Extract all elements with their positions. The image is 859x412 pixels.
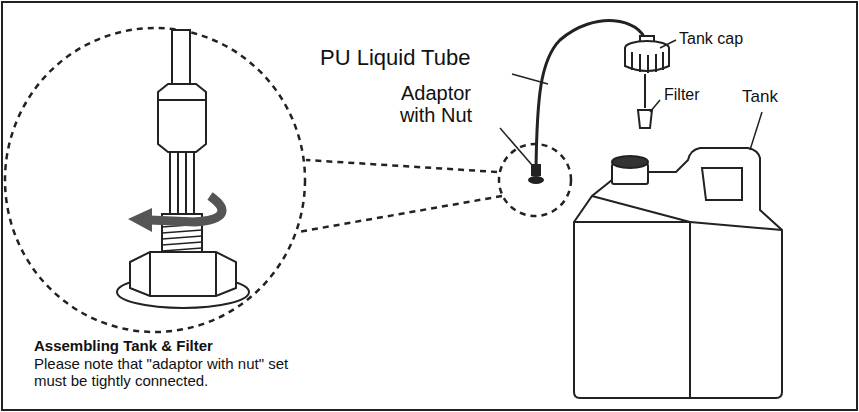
zoom-line bbox=[298, 196, 502, 232]
adaptor-detail bbox=[117, 30, 249, 308]
zoom-line bbox=[306, 160, 497, 172]
part-label: Filter bbox=[664, 86, 700, 104]
thread-line bbox=[162, 236, 202, 239]
turn-arrow bbox=[150, 196, 222, 222]
thread-line bbox=[162, 242, 202, 245]
part-label: Adaptor with Nut bbox=[384, 82, 488, 126]
thread-line bbox=[162, 230, 202, 233]
note-text: Please note that "adaptor with nut" set … bbox=[34, 356, 306, 389]
handle-hole bbox=[702, 168, 742, 200]
leader-lines bbox=[500, 40, 762, 165]
tube bbox=[172, 30, 190, 90]
part-label: Tank bbox=[742, 88, 778, 107]
nut bbox=[158, 84, 206, 152]
adaptor-base bbox=[528, 176, 544, 184]
adaptor-nut bbox=[531, 164, 541, 176]
tank-cap bbox=[625, 36, 669, 73]
hex-base bbox=[130, 252, 236, 296]
thread-line bbox=[162, 248, 202, 251]
turn-arrow-head bbox=[128, 208, 152, 232]
tank bbox=[574, 148, 782, 398]
part-label: Tank cap bbox=[679, 30, 743, 48]
part-label: PU Liquid Tube bbox=[320, 46, 470, 70]
detail-circle bbox=[5, 28, 305, 332]
filter bbox=[638, 74, 652, 128]
note-heading: Assembling Tank & Filter bbox=[34, 338, 213, 355]
